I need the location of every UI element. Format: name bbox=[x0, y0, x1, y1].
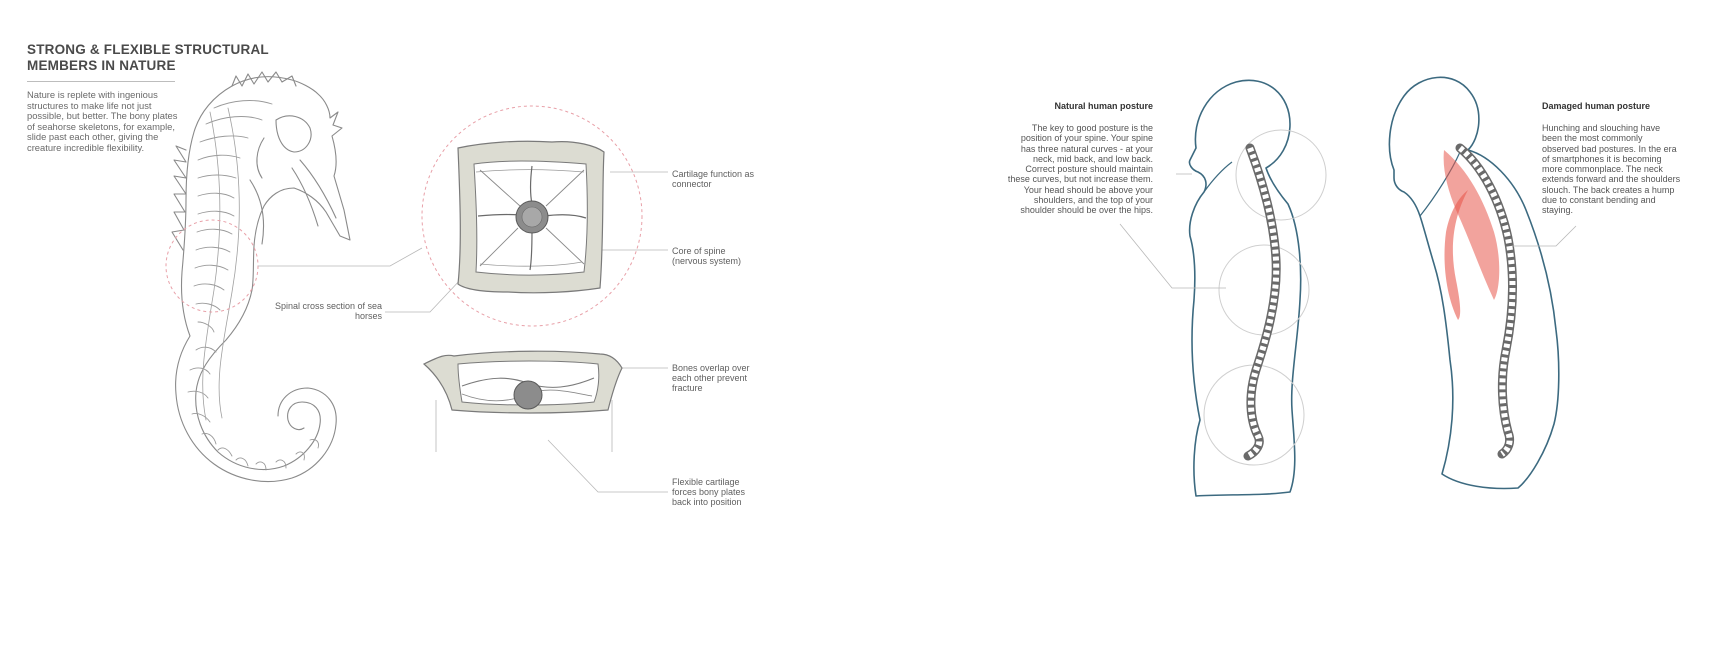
damaged-posture-figure bbox=[1389, 77, 1576, 488]
natural-posture-figure bbox=[1120, 80, 1326, 496]
highlight-circle-small bbox=[166, 220, 258, 312]
cross-section-bottom bbox=[424, 351, 622, 413]
seahorse-illustration bbox=[172, 72, 350, 482]
cross-section-top bbox=[458, 141, 604, 293]
